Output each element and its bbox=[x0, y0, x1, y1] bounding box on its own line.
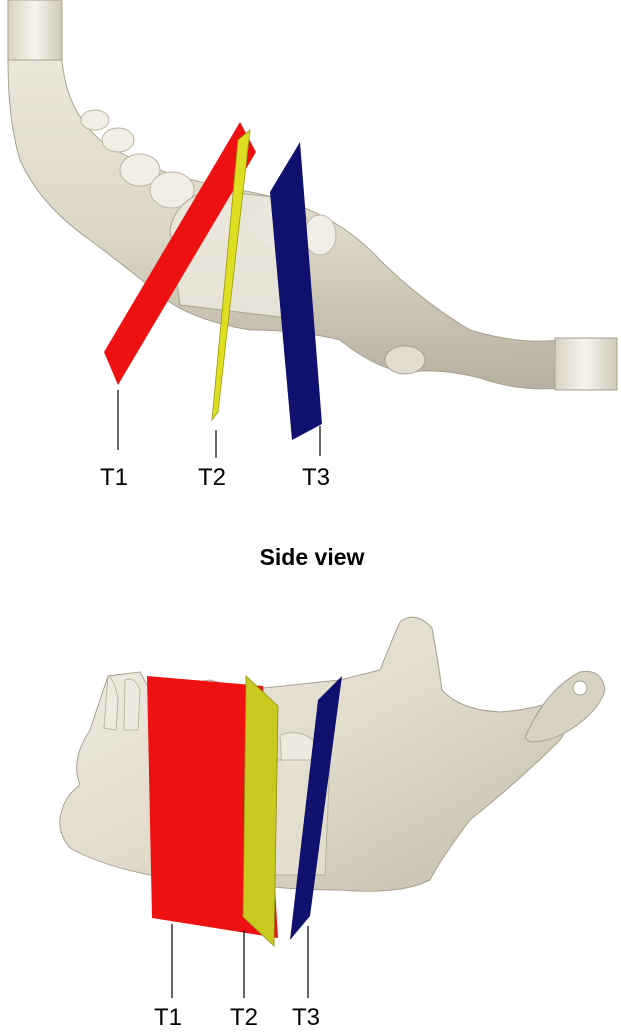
label-t1: T1 bbox=[100, 464, 128, 491]
side-plane-t2 bbox=[243, 676, 278, 946]
side-label-t2: T2 bbox=[230, 1004, 258, 1030]
side-view-title: Side view bbox=[260, 544, 365, 570]
implant-hole bbox=[573, 681, 587, 695]
label-t3: T3 bbox=[302, 464, 330, 491]
condyle-knob bbox=[385, 346, 425, 374]
implant-cylinder bbox=[555, 338, 617, 390]
side-label-t3: T3 bbox=[292, 1004, 320, 1030]
side-label-t1: T1 bbox=[154, 1004, 182, 1030]
top-panel: T1 T2 T3 bbox=[8, 0, 617, 491]
label-t2: T2 bbox=[198, 464, 226, 491]
side-view-panel: T1 T2 T3 bbox=[60, 617, 605, 1030]
vertical-tube bbox=[8, 0, 62, 60]
